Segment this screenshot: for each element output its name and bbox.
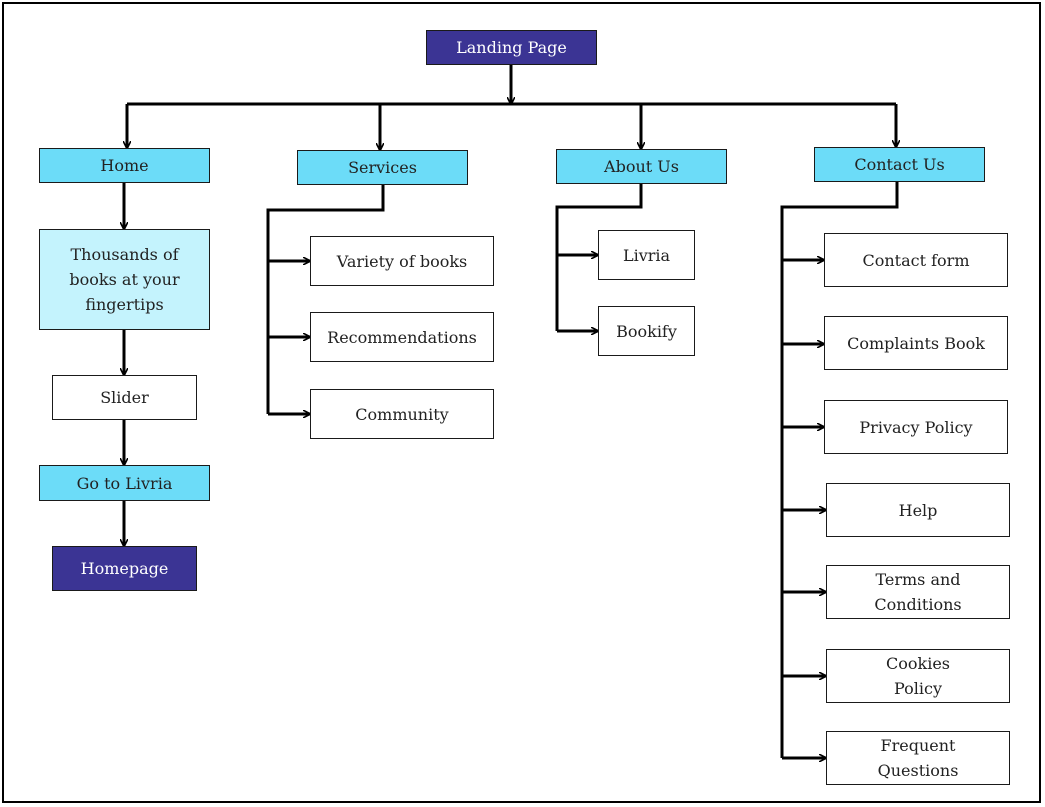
- node-terms-and-conditions: Terms and Conditions: [826, 565, 1010, 619]
- node-frequent-questions: Frequent Questions: [826, 731, 1010, 785]
- node-contact-form: Contact form: [824, 233, 1008, 287]
- node-slider: Slider: [52, 375, 197, 420]
- node-complaints-book: Complaints Book: [824, 316, 1008, 370]
- node-help: Help: [826, 483, 1010, 537]
- node-privacy-policy: Privacy Policy: [824, 400, 1008, 454]
- node-homepage: Homepage: [52, 546, 197, 591]
- node-community: Community: [310, 389, 494, 439]
- node-livria: Livria: [598, 230, 695, 280]
- node-bookify: Bookify: [598, 306, 695, 356]
- connector-contact-spine: [780, 182, 899, 758]
- connector-about-spine: [555, 183, 643, 331]
- node-variety-of-books: Variety of books: [310, 236, 494, 286]
- node-go-to-livria: Go to Livria: [39, 465, 210, 501]
- node-cookies-policy: Cookies Policy: [826, 649, 1010, 703]
- node-tagline: Thousands of books at your fingertips: [39, 229, 210, 330]
- node-landing-page: Landing Page: [426, 30, 597, 65]
- node-contact-us: Contact Us: [814, 147, 985, 182]
- node-services: Services: [297, 150, 468, 185]
- node-recommendations: Recommendations: [310, 312, 494, 362]
- connector-services-spine: [266, 184, 385, 414]
- node-home: Home: [39, 148, 210, 183]
- node-about-us: About Us: [556, 149, 727, 184]
